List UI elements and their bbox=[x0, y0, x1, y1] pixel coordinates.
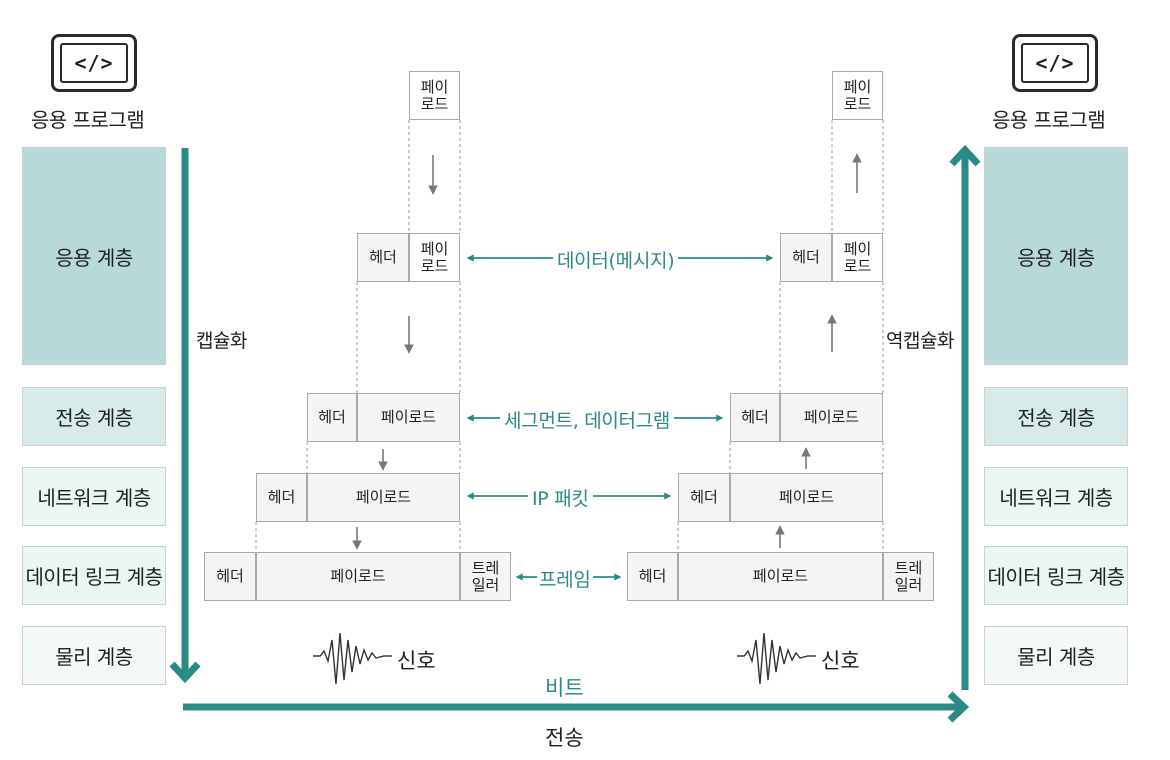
receiver-layer-physical: 물리 계층 bbox=[984, 626, 1128, 685]
sender-layer-transport: 전송 계층 bbox=[22, 387, 166, 446]
receiver-up-arrows bbox=[775, 153, 862, 548]
decapsulation-label: 역캡슐화 bbox=[886, 330, 954, 352]
encapsulation-label: 캡슐화 bbox=[196, 330, 247, 352]
signal-wave-icon bbox=[313, 632, 816, 685]
sender-layer-application: 응용 계층 bbox=[22, 147, 166, 365]
sender-header-app: 헤더 bbox=[357, 233, 409, 282]
code-icon: </> bbox=[1012, 34, 1098, 92]
main-flow-arrows bbox=[169, 144, 981, 723]
receiver-signal-label: 신호 bbox=[821, 649, 860, 673]
sender-payload-network: 페이로드 bbox=[307, 473, 460, 522]
sender-down-arrows bbox=[352, 155, 438, 550]
receiver-header-datalink: 헤더 bbox=[627, 552, 678, 601]
receiver-layer-application: 응용 계층 bbox=[984, 147, 1128, 365]
bit-label: 비트 bbox=[545, 676, 584, 700]
sender-layer-network: 네트워크 계층 bbox=[22, 467, 166, 526]
pdu-label-application: 데이터(메시지) bbox=[553, 246, 679, 273]
sender-signal-label: 신호 bbox=[397, 649, 436, 673]
sender-app-label: 응용 프로그램 bbox=[31, 108, 145, 132]
sender-payload-datalink: 페이로드 bbox=[256, 552, 460, 601]
receiver-payload-network: 페이로드 bbox=[730, 473, 883, 522]
pdu-label-datalink: 프레임 bbox=[537, 565, 593, 592]
pdu-label-network: IP 패킷 bbox=[528, 484, 593, 511]
receiver-layer-transport: 전송 계층 bbox=[984, 387, 1128, 446]
receiver-payload-transport: 페이로드 bbox=[780, 393, 883, 442]
receiver-dashed-guides bbox=[677, 120, 884, 552]
transmission-label: 전송 bbox=[545, 726, 584, 750]
receiver-payload-datalink: 페이로드 bbox=[678, 552, 883, 601]
receiver-layer-datalink: 데이터 링크 계층 bbox=[984, 546, 1128, 605]
sender-layer-physical: 물리 계층 bbox=[22, 626, 166, 685]
sender-dashed-guides bbox=[255, 120, 461, 552]
receiver-header-transport: 헤더 bbox=[730, 393, 780, 442]
sender-header-transport: 헤더 bbox=[307, 393, 357, 442]
sender-layer-datalink: 데이터 링크 계층 bbox=[22, 546, 166, 605]
receiver-header-network: 헤더 bbox=[678, 473, 730, 522]
receiver-app-label: 응용 프로그램 bbox=[992, 108, 1106, 132]
receiver-header-app: 헤더 bbox=[780, 233, 832, 282]
receiver-layer-network: 네트워크 계층 bbox=[984, 467, 1128, 526]
sender-header-datalink: 헤더 bbox=[204, 552, 256, 601]
code-icon: </> bbox=[51, 34, 137, 92]
sender-header-network: 헤더 bbox=[256, 473, 307, 522]
pdu-label-transport: 세그먼트, 데이터그램 bbox=[500, 406, 675, 433]
sender-payload-transport: 페이로드 bbox=[357, 393, 460, 442]
